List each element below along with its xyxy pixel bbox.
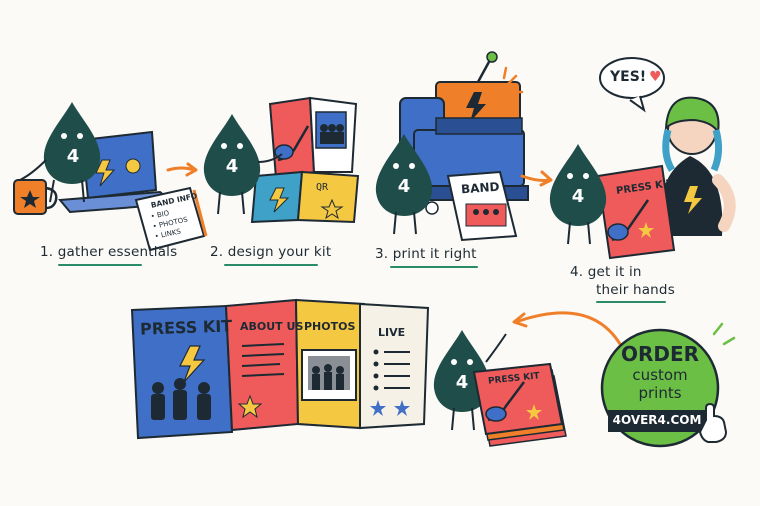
step-3-underline [390,266,478,268]
step-3-label: 3. print it right [375,246,477,262]
band-poster [446,170,518,242]
arrow-1-icon [166,166,196,172]
mascot-step4 [549,144,607,245]
mascot-step2 [203,114,283,215]
mascot-step3 [375,134,433,235]
cursor-hand-icon [698,402,728,443]
person-icon [659,96,736,236]
band-info-notepad [134,186,208,252]
brochure-live-title: LIVE [378,326,406,339]
step-4-underline [596,301,666,303]
band-sign-text: BAND [460,179,500,197]
mascot-number-step3: 4 [397,176,411,197]
step1-illustration [13,102,208,252]
cta-url[interactable]: 4OVER4.COM [612,413,702,427]
speech-bubble [599,57,665,113]
press-kit-held [596,164,676,260]
step3-illustration [375,51,529,242]
speech-bubble-label: YES! [610,69,647,85]
brochure-photos-title: PHOTOS [304,320,356,333]
step-2-label: 2. design your kit [210,244,332,260]
guitar-icon [274,125,310,162]
press-kit-brochure [130,298,430,440]
order-cta-badge [600,322,736,448]
curved-arrow-icon [514,311,622,346]
cta-line2: custom [632,366,688,384]
step4-illustration [549,57,736,260]
sparkle-lines-icon [502,66,524,94]
step2-illustration: QR [203,96,360,224]
mascot-step1 [19,102,101,203]
mascot-bottom [433,330,507,431]
step-1-underline [58,264,142,266]
speech-bubble-text: YES!♥ [610,69,662,85]
step-4-label-line2: their hands [596,282,675,298]
press-kit-stack [472,362,567,447]
mascot-number-step4: 4 [571,186,585,207]
brochure-about-title: ABOUT US [240,320,304,333]
heart-icon: ♥ [649,69,662,85]
svg-text:QR: QR [316,182,329,193]
step-4-label: 4. get it in [570,264,642,280]
mascot-number-step1: 4 [66,146,80,167]
mascot-number-step2: 4 [225,156,239,177]
mascot-number-bottom: 4 [455,372,469,393]
brochure-cover-title: PRESS KIT [139,316,233,339]
step-1-label: 1. gather essentials [40,244,178,260]
step-2-underline [224,264,318,266]
cta-line1: ORDER [620,342,700,366]
cta-line3: prints [638,384,682,402]
